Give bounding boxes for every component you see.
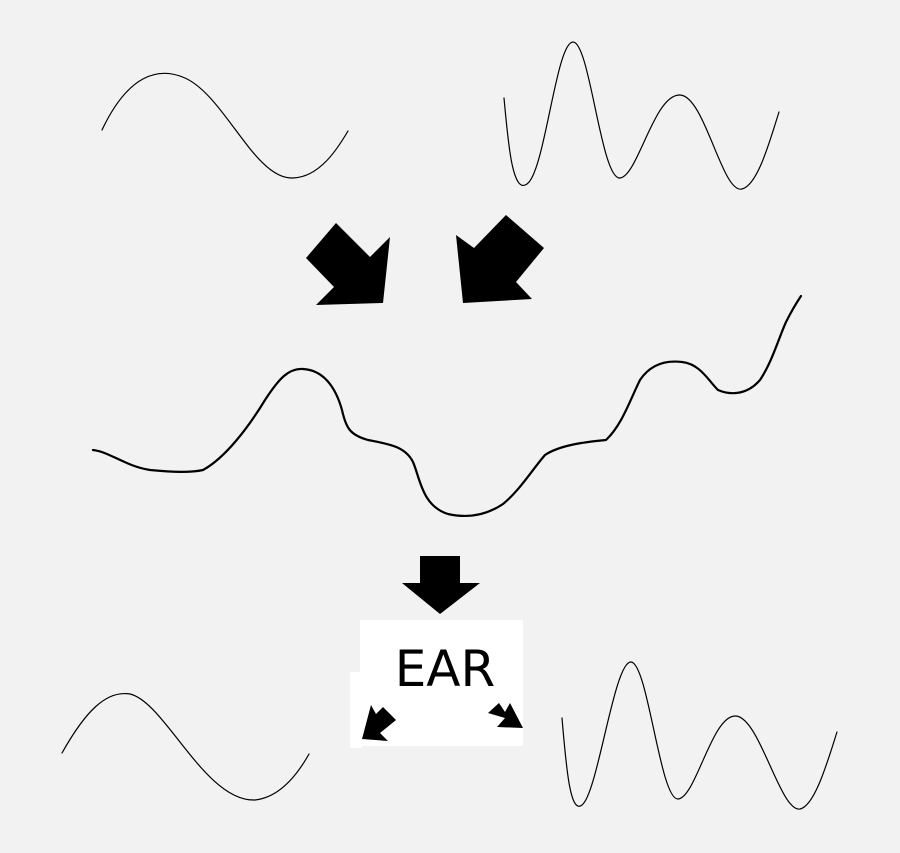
low-frequency-wave-bottom	[61, 692, 310, 801]
small-arrow-down-left	[362, 705, 396, 741]
ear-label: EAR	[395, 640, 496, 698]
arrow-down-right	[306, 223, 390, 305]
small-arrow-down-right	[488, 703, 523, 728]
low-frequency-wave-top	[101, 72, 349, 179]
arrow-down	[402, 556, 480, 614]
ear-box-left-extension	[350, 672, 362, 748]
combined-wave	[91, 294, 803, 518]
high-frequency-wave-top	[503, 41, 780, 190]
arrow-down-left	[456, 215, 544, 303]
high-frequency-wave-bottom	[561, 661, 838, 810]
